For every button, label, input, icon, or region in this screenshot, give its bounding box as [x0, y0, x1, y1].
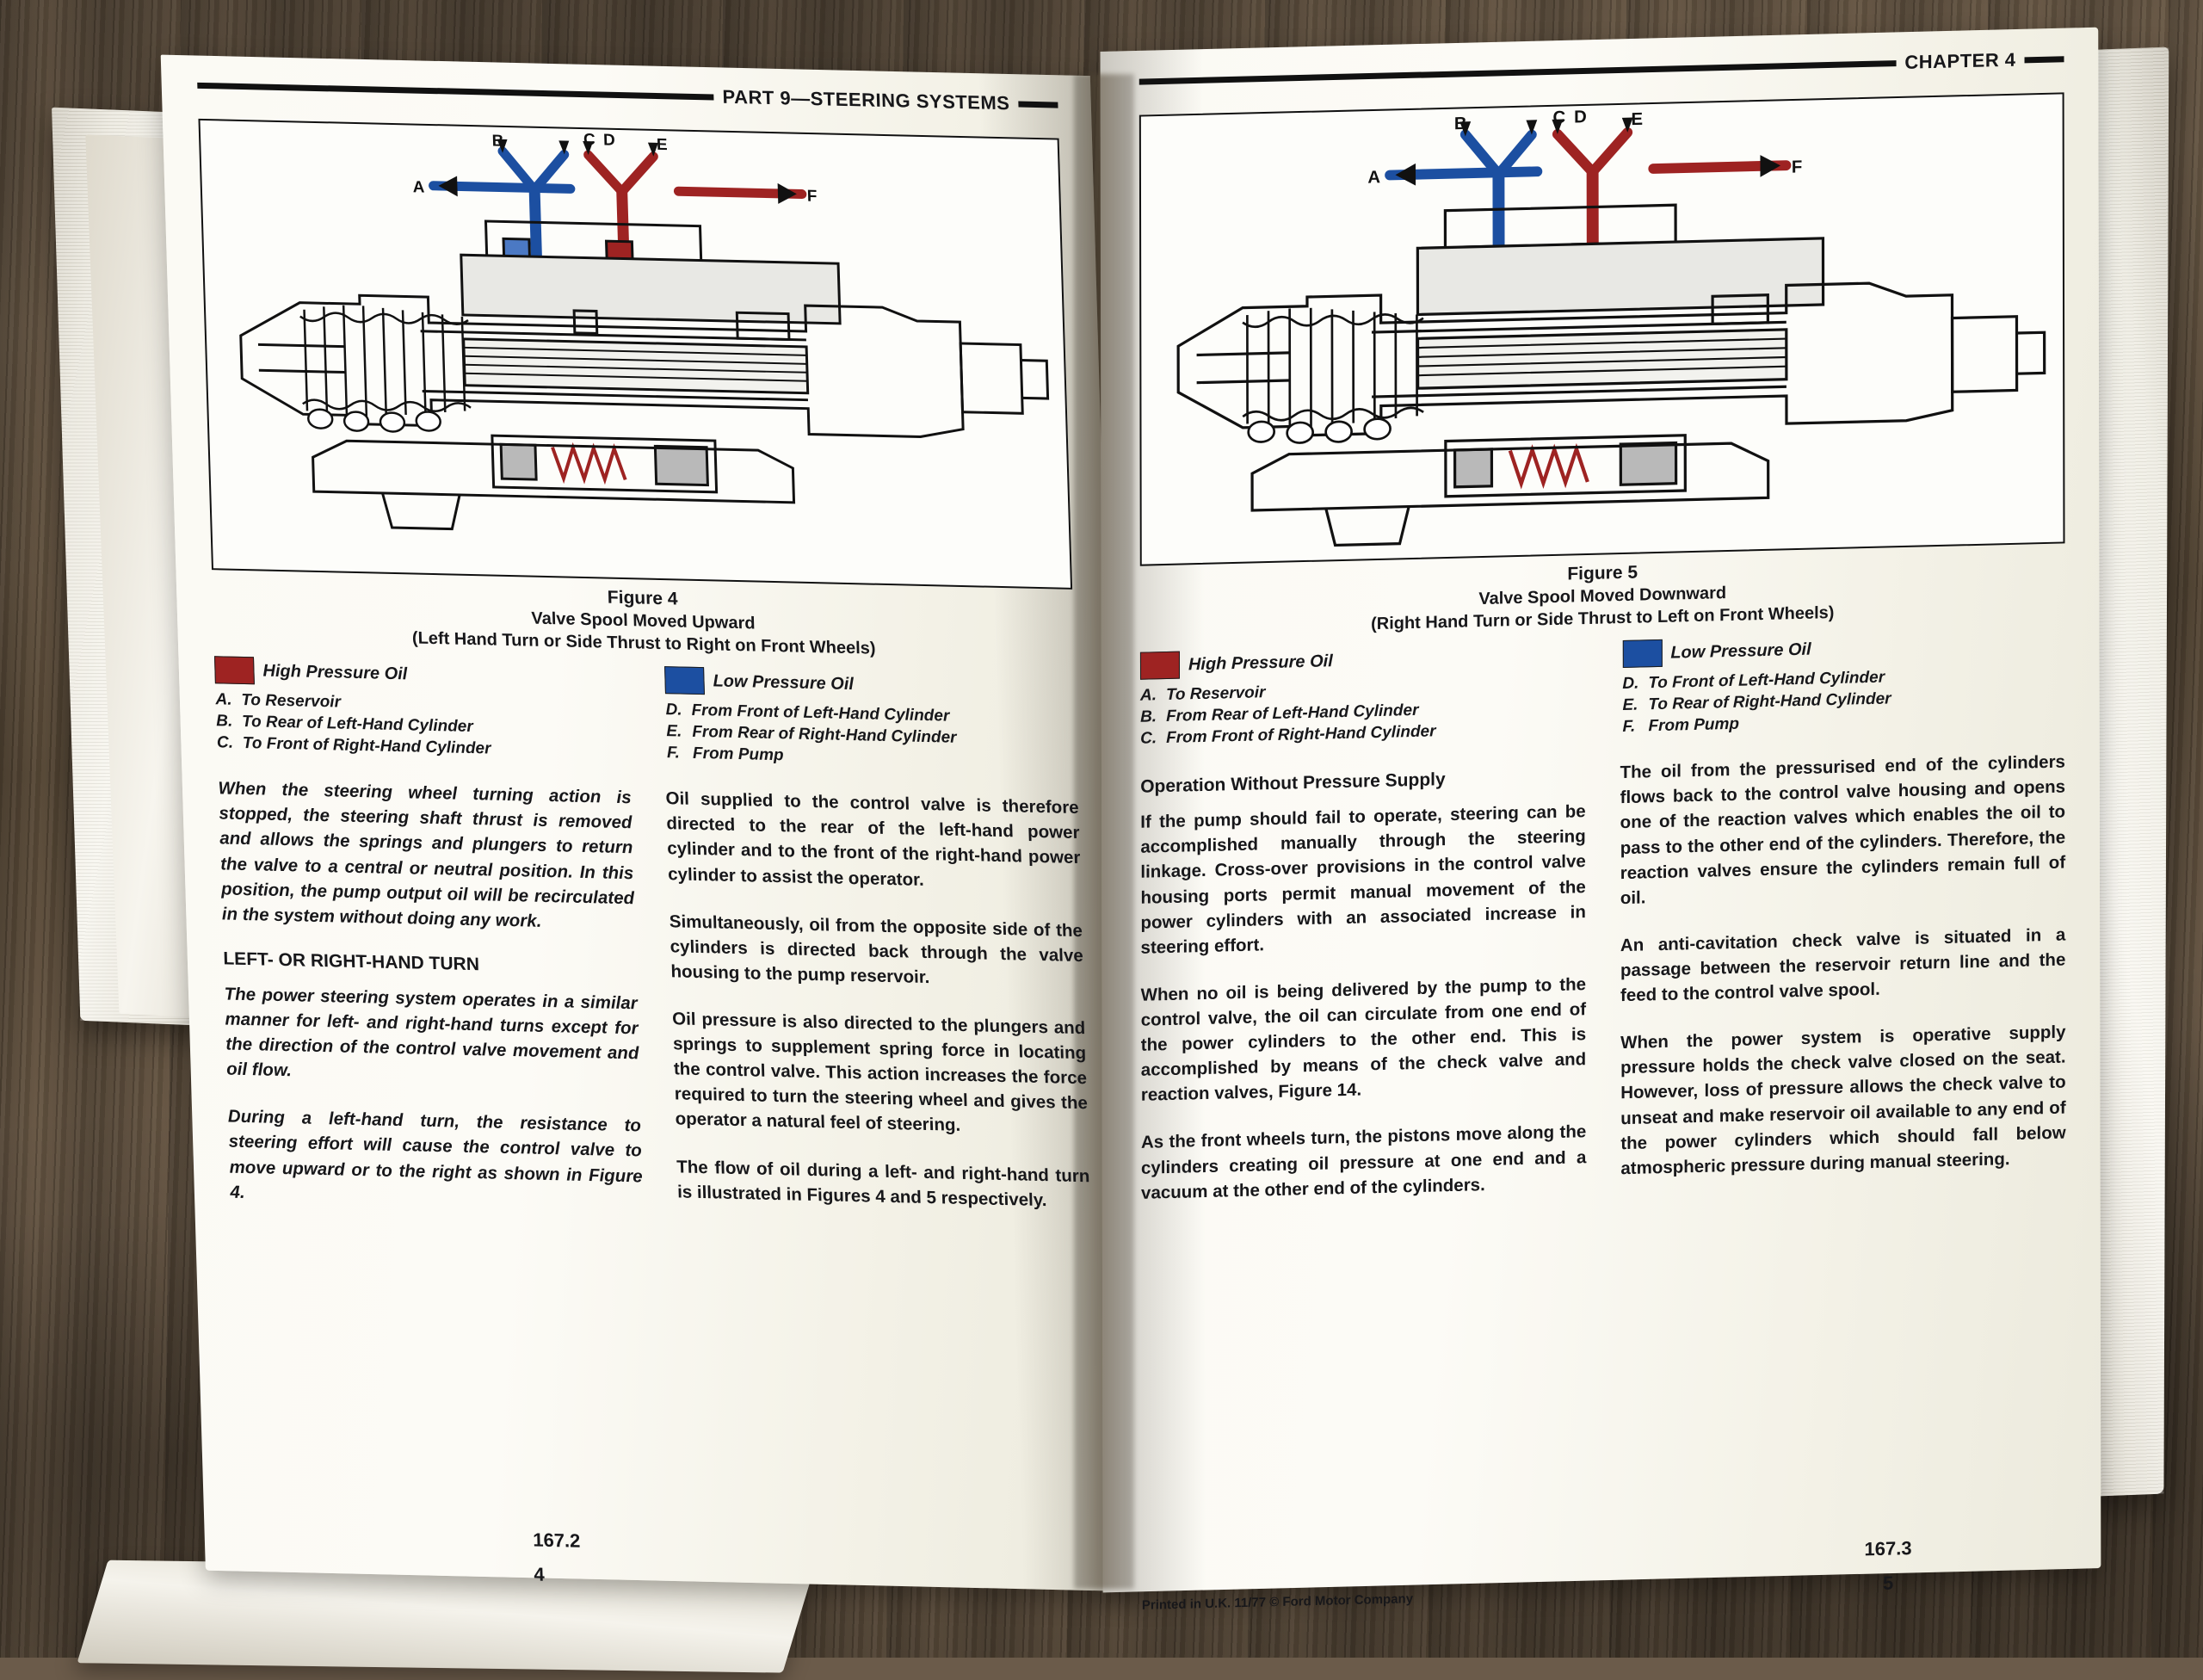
running-head-rule-left	[197, 82, 714, 100]
right-page-content: CHAPTER 4 B	[1139, 47, 2067, 1613]
legend-text: To Reservoir	[1165, 683, 1266, 704]
legend-key: F.	[666, 744, 681, 763]
legend-high-pressure-head-left: High Pressure Oil	[213, 656, 626, 693]
svg-text:C: C	[583, 131, 596, 149]
paragraph: During a left-hand turn, the resistance …	[227, 1106, 643, 1202]
high-pressure-label: High Pressure Oil	[1188, 651, 1333, 674]
low-pressure-swatch-icon	[664, 666, 705, 695]
legend-low-pressure-head-left: Low Pressure Oil	[664, 666, 1076, 703]
legend-key: F.	[1622, 717, 1636, 737]
legend-key: D.	[1622, 674, 1639, 694]
low-pressure-swatch-icon	[1622, 639, 1663, 669]
legend-text: From Pump	[1648, 714, 1740, 736]
svg-text:F: F	[807, 188, 818, 206]
legend-text: From Pump	[692, 744, 784, 765]
figure-5-schematic: B C D E A F	[1176, 108, 2046, 547]
left-page-column-1: When the steering wheel turning action i…	[218, 776, 645, 1237]
paragraph: Oil supplied to the control valve is the…	[665, 788, 1081, 890]
right-page-column-1: Operation Without Pressure Supply If the…	[1140, 761, 1586, 1227]
figure-5-caption: Figure 5 Valve Spool Moved Downward (Rig…	[1140, 552, 2065, 639]
legend-high-pressure-left: High Pressure Oil A.To Reservoir B.To Re…	[213, 656, 627, 763]
paragraph: The oil from the pressurised end of the …	[1620, 751, 2066, 908]
svg-text:A: A	[412, 178, 425, 196]
legend-high-pressure-head-right: High Pressure Oil	[1139, 641, 1583, 680]
operation-without-pressure-supply-subhead: Operation Without Pressure Supply	[1140, 769, 1446, 797]
legend-text: To Front of Right-Hand Cylinder	[242, 734, 491, 758]
right-page-number: 5	[1882, 1572, 1894, 1594]
legend-low-pressure-right: Low Pressure Oil D.To Front of Left-Hand…	[1622, 629, 2065, 738]
legend-key: B.	[215, 712, 233, 731]
legend-high-pressure-right: High Pressure Oil A.To Reservoir B.From …	[1139, 641, 1583, 750]
printed-in-uk-line: Printed in U.K. 11/77 © Ford Motor Compa…	[1141, 1591, 1414, 1613]
paragraph: An anti-cavitation check valve is situat…	[1620, 924, 2066, 1006]
paragraph: If the pump should fail to operate, stee…	[1140, 801, 1586, 958]
right-section-number: 167.3	[1864, 1537, 1912, 1560]
legend-key: E.	[665, 722, 682, 741]
figure-4-schematic: B C D E A F	[239, 131, 1050, 531]
open-manual-book: PART 9—STEERING SYSTEMS	[52, 15, 2169, 1673]
left-page-body-columns: When the steering wheel turning action i…	[218, 776, 1092, 1247]
paragraph: The power steering system operates in a …	[224, 984, 639, 1081]
svg-text:E: E	[1631, 110, 1643, 129]
figure-4-legend: High Pressure Oil A.To Reservoir B.To Re…	[213, 656, 1077, 773]
figure-5-frame: B C D E A F	[1139, 92, 2065, 566]
paragraph: When no oil is being delivered by the pu…	[1140, 974, 1587, 1106]
legend-low-pressure-items-right: D.To Front of Left-Hand Cylinder E.To Re…	[1622, 662, 2065, 738]
legend-key: E.	[1622, 695, 1638, 715]
figure-5-legend: High Pressure Oil A. To Reservoir B. From …	[1139, 629, 2065, 750]
figure-4-frame: B C D E A F	[198, 118, 1073, 590]
svg-text:B: B	[491, 133, 503, 151]
paragraph: Simultaneously, oil from the opposite si…	[669, 911, 1084, 987]
legend-key: A.	[1140, 686, 1157, 705]
legend-key: D.	[665, 701, 682, 720]
svg-text:B: B	[1454, 114, 1467, 133]
paragraph: When the steering wheel turning action i…	[218, 778, 635, 931]
right-page-column-2: The oil from the pressurised end of the …	[1620, 750, 2066, 1216]
high-pressure-label: High Pressure Oil	[262, 660, 408, 683]
legend-low-pressure-left: Low Pressure Oil D.From Front of Left-Ha…	[664, 666, 1077, 773]
running-head-rule-right	[2024, 55, 2064, 63]
high-pressure-swatch-icon	[213, 656, 255, 685]
svg-text:E: E	[657, 136, 668, 154]
right-page-body-columns: Operation Without Pressure Supply If the…	[1140, 750, 2066, 1228]
legend-low-pressure-items-left: D.From Front of Left-Hand Cylinder E.Fro…	[665, 699, 1077, 773]
left-page-column-2: Oil supplied to the control valve is the…	[665, 786, 1092, 1246]
left-page-content: PART 9—STEERING SYSTEMS	[197, 74, 1102, 1585]
paragraph: When the power system is operative suppl…	[1620, 1022, 2066, 1178]
svg-text:F: F	[1792, 158, 1802, 176]
right-running-head-text: CHAPTER 4	[1904, 48, 2016, 73]
legend-high-pressure-items-left: A.To Reservoir B.To Rear of Left-Hand Cy…	[215, 689, 627, 763]
legend-key: A.	[215, 690, 232, 709]
legend-key: C.	[216, 733, 234, 752]
high-pressure-swatch-icon	[1139, 651, 1180, 680]
left-or-right-hand-turn-subhead: LEFT- OR RIGHT-HAND TURN	[223, 948, 480, 975]
legend-low-pressure-head-right: Low Pressure Oil	[1622, 629, 2064, 669]
legend-key: B.	[1140, 707, 1157, 726]
legend-high-pressure-items-right: A.To Reservoir B.From Rear of Left-Hand …	[1140, 674, 1583, 750]
figure-4-caption: Figure 4 Valve Spool Moved Upward (Left …	[212, 578, 1074, 664]
svg-text:D: D	[603, 131, 615, 149]
low-pressure-label: Low Pressure Oil	[1670, 639, 1811, 663]
right-page-footer: Printed in U.K. 11/77 © Ford Motor Compa…	[1142, 1534, 2067, 1613]
paragraph: Oil pressure is also directed to the plu…	[671, 1009, 1089, 1136]
paragraph: The flow of oil during a left- and right…	[676, 1156, 1090, 1210]
legend-text: To Reservoir	[241, 690, 342, 712]
svg-text:C: C	[1552, 108, 1565, 127]
svg-text:A: A	[1367, 168, 1380, 187]
low-pressure-label: Low Pressure Oil	[713, 670, 855, 694]
paragraph: As the front wheels turn, the pistons mo…	[1140, 1121, 1587, 1203]
legend-key: C.	[1140, 729, 1157, 748]
svg-text:D: D	[1574, 108, 1587, 127]
running-head-rule-right	[1018, 101, 1058, 108]
